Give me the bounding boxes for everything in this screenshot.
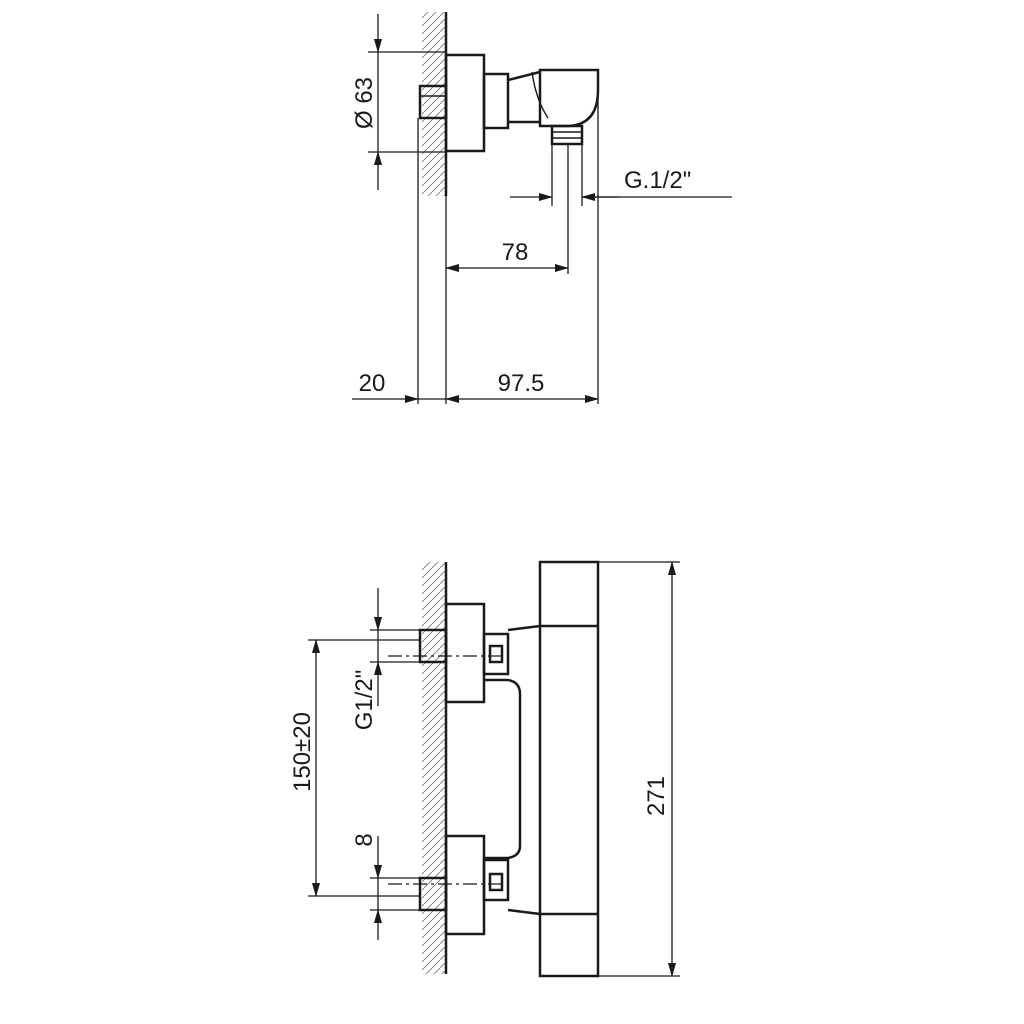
top-depth-outlet-label: 78: [502, 239, 529, 266]
front-thread-label: G1/2": [351, 670, 378, 731]
front-lower-mount: [444, 834, 486, 936]
front-upper-connector: [482, 632, 510, 676]
top-diameter-label: Ø 63: [351, 77, 378, 129]
front-lower-nut: [488, 872, 504, 892]
front-inlet-spacing-label: 150±20: [289, 712, 316, 792]
top-wall-hatch: [422, 12, 446, 196]
front-upper-pipe: [418, 628, 448, 664]
front-lower-pipe: [418, 876, 448, 912]
front-upper-mount: [444, 602, 486, 704]
top-connector-neck: [482, 72, 510, 130]
front-bridge: [484, 678, 522, 860]
front-upper-nut: [488, 644, 504, 664]
front-view: 150±20 G1/2" 8 271: [289, 560, 680, 978]
front-body: [538, 560, 600, 978]
front-height-label: 271: [643, 776, 670, 816]
front-wall-hatch: [422, 562, 446, 974]
front-lower-connector: [482, 858, 510, 902]
top-mount-body: [444, 53, 486, 153]
top-eccentric-stub: [418, 84, 448, 120]
top-outlet: [550, 124, 584, 146]
top-wall-offset-label: 20: [359, 370, 386, 397]
front-pipe-offset-label: 8: [351, 833, 378, 846]
top-depth-total-label: 97.5: [498, 370, 545, 397]
top-thread-label: G.1/2": [624, 167, 691, 194]
top-knob: [538, 68, 600, 128]
top-view: Ø 63 G.1/2" 78 20 97.5: [351, 12, 732, 404]
